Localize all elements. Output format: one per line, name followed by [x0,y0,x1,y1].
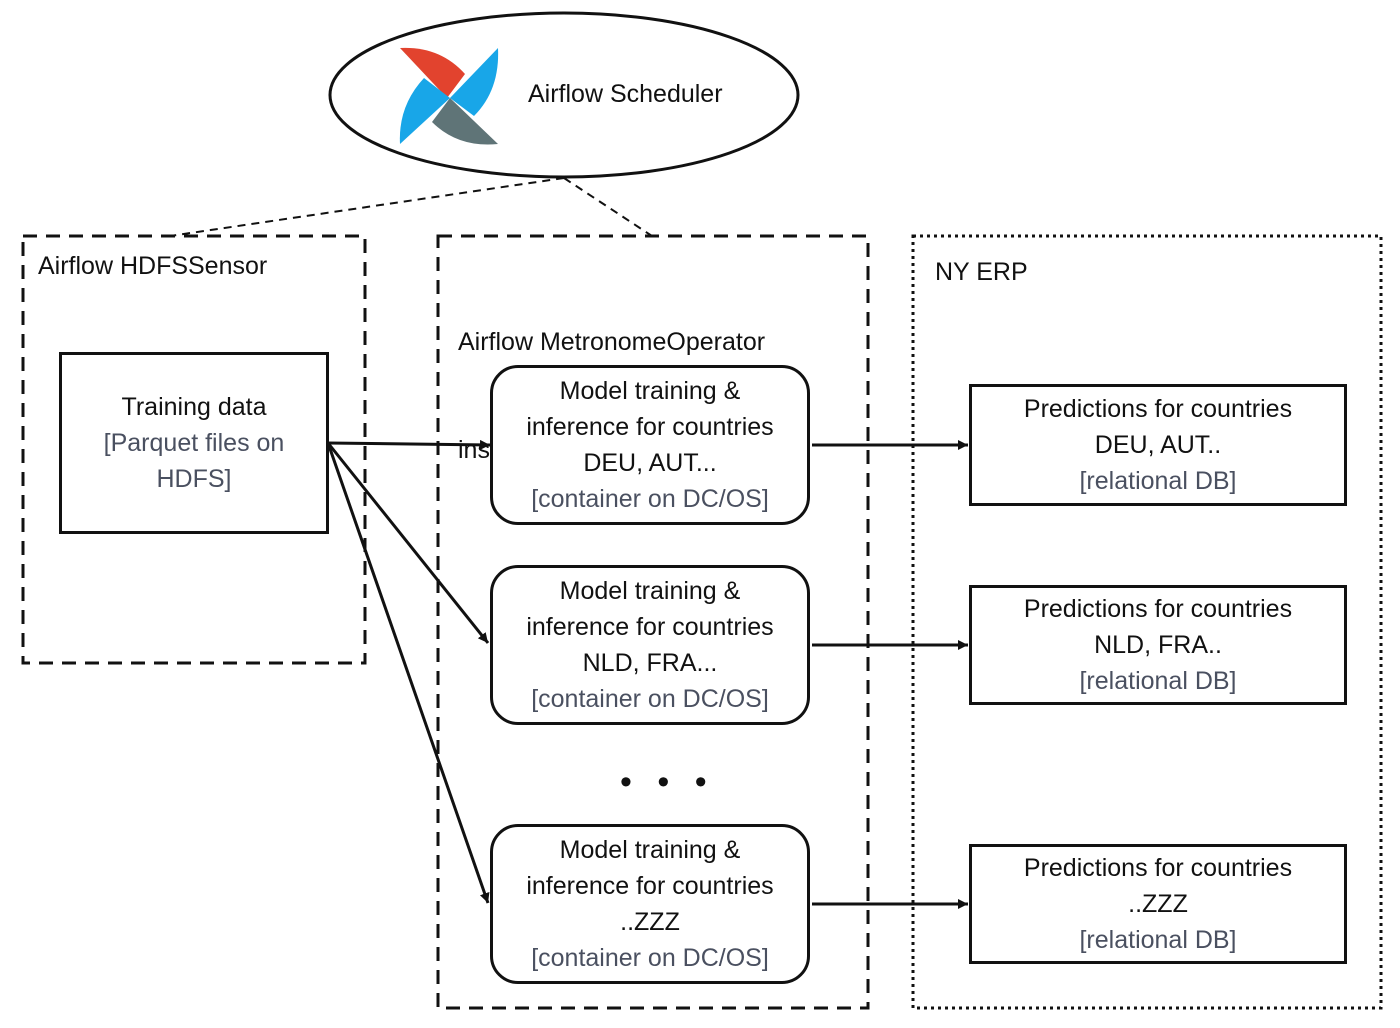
model-box-line3: ..ZZZ [620,908,680,936]
model-box-line2: inference for countries [526,872,774,900]
model-box-tech: [container on DC/OS] [531,485,769,513]
scheduler-ellipse [328,11,800,179]
prediction-box: Predictions for countries NLD, FRA.. [re… [969,585,1347,705]
model-box: Model training & inference for countries… [490,365,810,525]
model-box-line1: Model training & [559,836,741,864]
prediction-box-tech: [relational DB] [1079,926,1237,954]
prediction-box: Predictions for countries DEU, AUT.. [re… [969,384,1347,506]
sensor-group-title: Airflow HDFSSensor [38,252,268,280]
model-box-line1: Model training & [559,577,741,605]
training-data-tech-line2: HDFS] [156,465,232,493]
prediction-box: Predictions for countries ..ZZZ [relatio… [969,844,1347,964]
training-data-box: Training data [Parquet files on HDFS] [59,352,329,534]
prediction-box-line2: DEU, AUT.. [1094,431,1222,459]
scheduler-link-sensor [169,177,565,237]
model-box-line3: NLD, FRA... [582,649,718,677]
model-box-tech: [container on DC/OS] [531,685,769,713]
prediction-box-tech: [relational DB] [1079,667,1237,695]
model-box: Model training & inference for countries… [490,824,810,984]
arrow-training-to-model-1 [327,439,491,450]
training-data-tech-line1: [Parquet files on [103,429,285,457]
model-box-line1: Model training & [559,377,741,405]
prediction-box-line2: ..ZZZ [1128,890,1188,918]
arrow-training-to-model-2 [326,442,490,644]
scheduler-link-operator [563,177,653,237]
more-instances-ellipsis: • • • [620,763,715,801]
erp-group-boundary [911,234,1383,1010]
model-box-tech: [container on DC/OS] [531,944,769,972]
prediction-box-tech: [relational DB] [1079,467,1237,495]
prediction-box-line1: Predictions for countries [1023,395,1293,423]
operator-group-boundary [436,234,870,1010]
scheduler-label: Airflow Scheduler [528,80,723,108]
operator-group-title-line1: Airflow MetronomeOperator [458,328,766,356]
prediction-box-line2: NLD, FRA.. [1094,631,1222,659]
sensor-group-boundary [21,234,367,665]
model-box-line2: inference for countries [526,613,774,641]
model-box-line3: DEU, AUT... [583,449,717,477]
prediction-box-line1: Predictions for countries [1023,595,1293,623]
airflow-logo-icon [399,47,499,145]
erp-group-title: NY ERP [935,258,1028,286]
model-box-line2: inference for countries [526,413,774,441]
arrow-training-to-model-3 [326,442,490,904]
prediction-box-line1: Predictions for countries [1023,854,1293,882]
model-box: Model training & inference for countries… [490,565,810,725]
training-data-title: Training data [121,393,267,421]
